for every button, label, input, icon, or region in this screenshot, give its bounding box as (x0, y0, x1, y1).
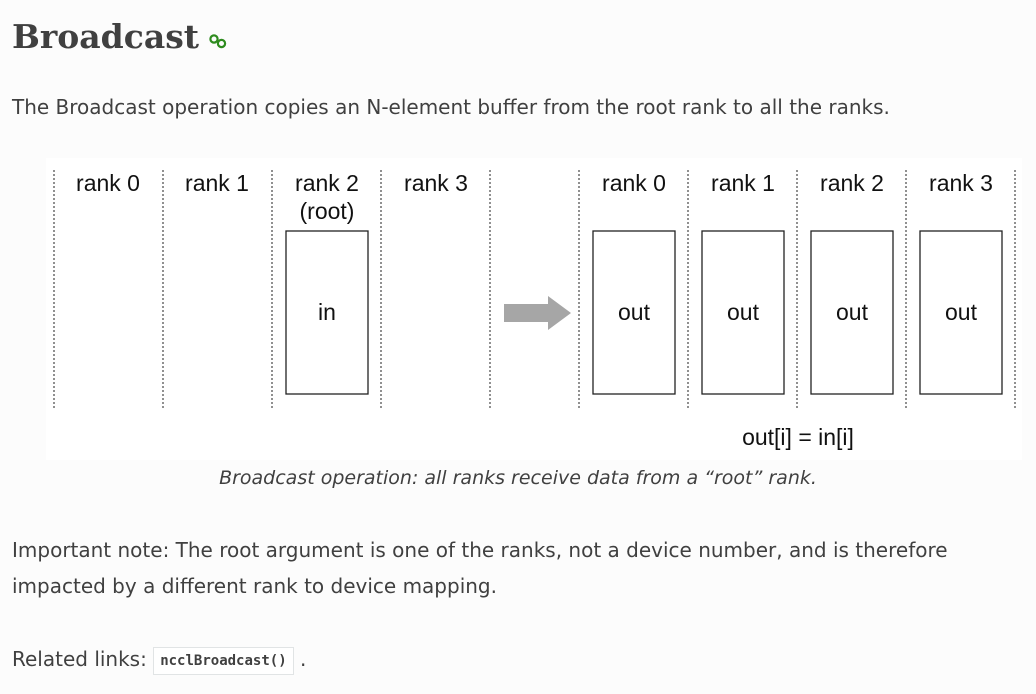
intro-paragraph: The Broadcast operation copies an N-elem… (12, 95, 890, 119)
output-buffer-box (810, 230, 894, 395)
broadcast-diagram: rank 0 rank 1 rank 2 (root) rank 3 in ra… (46, 158, 1022, 460)
link-icon[interactable] (207, 16, 229, 62)
output-buffer-label: out (945, 299, 978, 325)
related-links: Related links: ncclBroadcast() . (12, 641, 306, 677)
output-buffer-label: out (618, 299, 651, 325)
output-buffer-box (701, 230, 785, 395)
left-rank-label: rank 2 (295, 170, 359, 196)
root-label: (root) (300, 198, 355, 224)
output-buffer-label: out (836, 299, 869, 325)
nccl-broadcast-link[interactable]: ncclBroadcast() (153, 646, 294, 675)
right-rank-label: rank 1 (711, 170, 775, 196)
input-buffer-box (285, 230, 369, 395)
right-arrow-icon (504, 296, 571, 330)
section-title: Broadcast (12, 17, 200, 56)
right-rank-label: rank 2 (820, 170, 884, 196)
equation-label: out[i] = in[i] (742, 424, 854, 450)
related-links-label: Related links: (12, 647, 147, 671)
left-rank-label: rank 0 (76, 170, 140, 196)
figure-caption: Broadcast operation: all ranks receive d… (219, 467, 817, 489)
output-buffer-box (592, 230, 676, 395)
related-links-period: . (300, 647, 307, 671)
output-buffer-label: out (727, 299, 760, 325)
important-note: Important note: The root argument is one… (12, 538, 948, 598)
section-heading: Broadcast (12, 14, 229, 62)
right-rank-label: rank 0 (602, 170, 666, 196)
left-rank-label: rank 3 (404, 170, 468, 196)
left-rank-label: rank 1 (185, 170, 249, 196)
right-rank-label: rank 3 (929, 170, 993, 196)
output-buffer-box (919, 230, 1003, 395)
input-buffer-label: in (318, 299, 336, 325)
